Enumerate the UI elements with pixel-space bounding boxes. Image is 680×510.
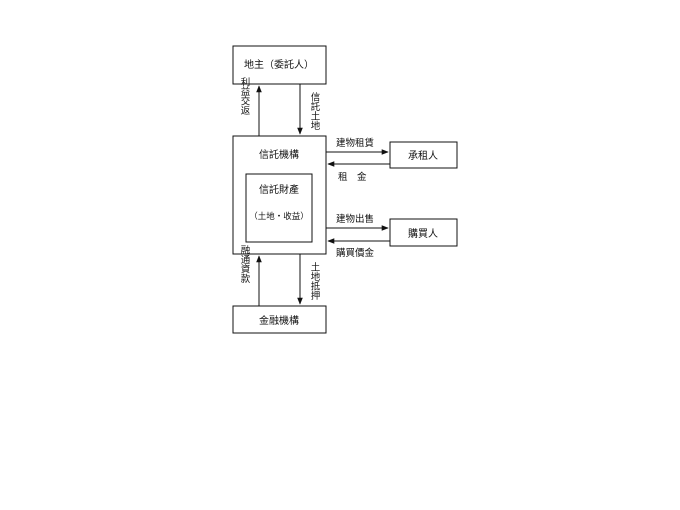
trust-land-label: 信託土地 bbox=[309, 91, 321, 130]
benefit-return-label: 利益交返 bbox=[239, 76, 251, 115]
trust-org-label: 信託機構 bbox=[259, 148, 299, 161]
purchase-price-label: 購買價金 bbox=[336, 247, 375, 259]
building-lease-label: 建物租賃 bbox=[336, 137, 374, 149]
financial-org-node: 金融機構 bbox=[232, 305, 327, 334]
trust-property-label: 信託財產 bbox=[259, 183, 299, 196]
rent-label: 租 金 bbox=[338, 171, 367, 183]
lessee-label: 承租人 bbox=[408, 149, 438, 162]
landowner-label: 地主（委託人） bbox=[244, 58, 314, 71]
building-sale-label: 建物出售 bbox=[336, 213, 374, 225]
trust-property-node: 信託財產 （土地・收益） bbox=[245, 173, 313, 243]
land-mortgage-label: 土地抵押 bbox=[309, 261, 321, 301]
buyer-label: 購買人 bbox=[408, 227, 438, 240]
buyer-node: 購買人 bbox=[389, 218, 458, 247]
loan-label: 融通資款 bbox=[239, 245, 251, 284]
financial-org-label: 金融機構 bbox=[259, 314, 299, 327]
lessee-node: 承租人 bbox=[389, 141, 458, 169]
trust-property-detail: （土地・收益） bbox=[249, 211, 309, 222]
landowner-node: 地主（委託人） bbox=[232, 45, 327, 85]
